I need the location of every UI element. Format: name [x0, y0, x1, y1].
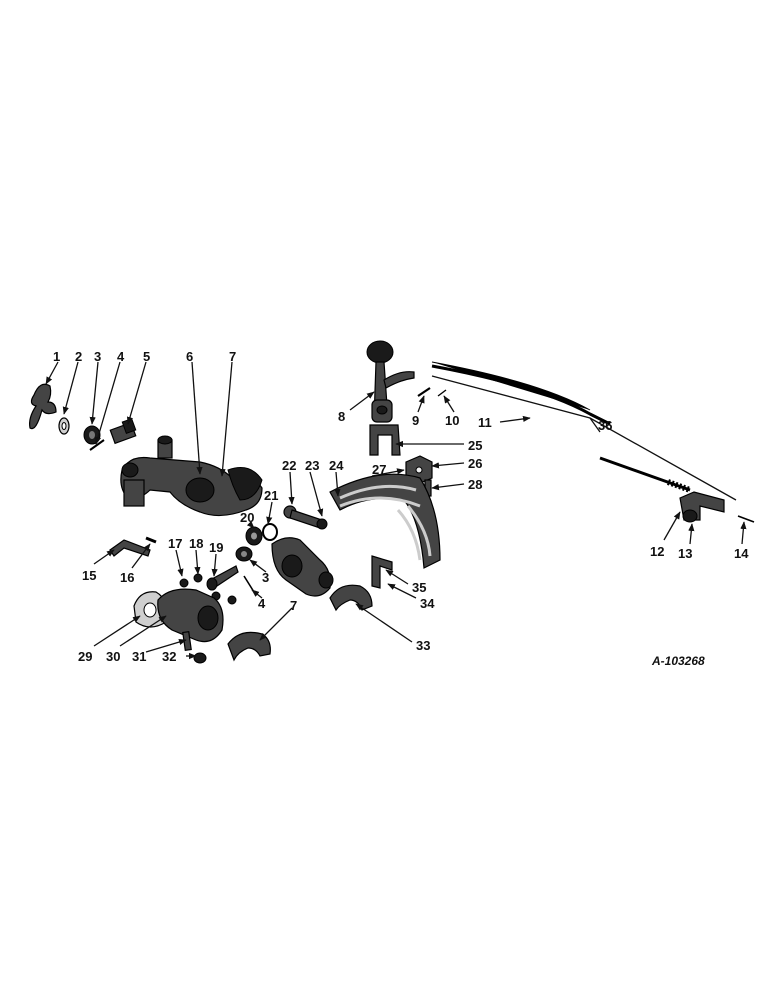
- part-fitting: [109, 418, 137, 445]
- callout-19: 19: [209, 540, 223, 555]
- part-nut: [83, 425, 101, 445]
- callout-35: 35: [412, 580, 426, 595]
- callout-3b: 3: [262, 570, 269, 585]
- callout-25: 25: [468, 438, 482, 453]
- part-nut: [235, 546, 253, 562]
- part-pin: [417, 387, 447, 397]
- callout-18: 18: [189, 536, 203, 551]
- callout-12: 12: [650, 544, 664, 559]
- part-bolt: [109, 539, 151, 557]
- parts-illustration: [29, 340, 755, 664]
- callout-6: 6: [186, 349, 193, 364]
- callout-4: 4: [117, 349, 125, 364]
- callout-31: 31: [132, 649, 146, 664]
- callout-29: 29: [78, 649, 92, 664]
- part-pin: [145, 536, 157, 544]
- part-plug: [193, 652, 207, 664]
- part-lower-housing: [271, 537, 334, 597]
- callout-27: 27: [372, 462, 386, 477]
- callout-17: 17: [168, 536, 182, 551]
- part-cotter-pin: [243, 575, 255, 593]
- part-shift-gate: [329, 473, 441, 569]
- callout-1: 1: [53, 349, 60, 364]
- part-bottom-housing: [157, 588, 224, 643]
- part-shift-fork: [369, 424, 401, 456]
- callout-labels: 1 2 3 4 5 6 7 8 9 10 11 12 13 14 15 16 1…: [53, 349, 749, 668]
- reference-code: A-103268: [651, 654, 705, 668]
- callout-30: 30: [106, 649, 120, 664]
- part-shift-lever: [366, 340, 415, 423]
- callout-24: 24: [329, 458, 344, 473]
- callout-32: 32: [162, 649, 176, 664]
- callout-23: 23: [305, 458, 319, 473]
- part-shaft: [206, 565, 239, 591]
- part-elbow: [329, 584, 373, 612]
- part-shifter-housing: [120, 435, 263, 517]
- callout-20: 20: [240, 510, 254, 525]
- part-bearing: [245, 526, 263, 546]
- callout-13: 13: [678, 546, 692, 561]
- callout-9: 9: [412, 413, 419, 428]
- callout-5: 5: [143, 349, 150, 364]
- part-pin: [737, 515, 755, 523]
- callout-36: 36: [598, 418, 612, 433]
- part-wing-nut: [29, 383, 57, 430]
- callout-8: 8: [338, 409, 345, 424]
- callout-11: 11: [478, 415, 492, 430]
- part-shift-rod: [431, 361, 611, 426]
- part-cotter-pin: [89, 439, 105, 451]
- callout-34: 34: [420, 596, 435, 611]
- part-snap-ring: [262, 523, 278, 541]
- callout-28: 28: [468, 477, 482, 492]
- callout-10: 10: [445, 413, 459, 428]
- part-nut: [682, 509, 698, 523]
- part-small-lever: [283, 505, 328, 530]
- callout-3: 3: [94, 349, 101, 364]
- part-washer: [58, 417, 70, 435]
- callout-33: 33: [416, 638, 430, 653]
- callout-7: 7: [229, 349, 236, 364]
- callout-22: 22: [282, 458, 296, 473]
- callout-26: 26: [468, 456, 482, 471]
- callout-14: 14: [734, 546, 749, 561]
- leader-lines: [45, 361, 747, 660]
- part-clip: [371, 555, 393, 589]
- callout-16: 16: [120, 570, 134, 585]
- callout-4b: 4: [258, 596, 266, 611]
- callout-15: 15: [82, 568, 96, 583]
- callout-2: 2: [75, 349, 82, 364]
- part-threaded-rod: [599, 456, 692, 493]
- callout-7b: 7: [290, 598, 297, 613]
- callout-21: 21: [264, 488, 278, 503]
